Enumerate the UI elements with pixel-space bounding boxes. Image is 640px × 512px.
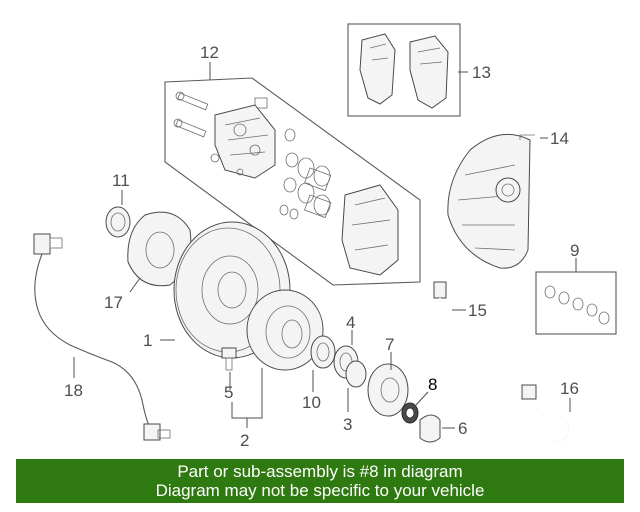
callout-11: 11	[112, 171, 130, 190]
info-banner: Part or sub-assembly is #8 in diagram Di…	[16, 459, 624, 503]
bolt-kit-box	[535, 271, 617, 335]
brake-line	[537, 409, 569, 443]
grease-seal	[105, 206, 131, 238]
callout-1: 1	[143, 331, 152, 350]
callout-14: 14	[550, 129, 569, 148]
callout-13: 13	[472, 63, 491, 82]
callout-3: 3	[343, 415, 352, 434]
callout-10: 10	[302, 393, 321, 412]
dust-shield	[447, 133, 535, 269]
banner-line-2: Diagram may not be specific to your vehi…	[155, 481, 485, 500]
bearings	[310, 335, 367, 388]
callout-2: 2	[240, 431, 249, 450]
backing-plate	[127, 211, 192, 287]
washer-part-8[interactable]	[401, 402, 419, 424]
wheel-hub	[246, 289, 324, 371]
callout-labels: 1 2 3 4 5 6 7 8 9 10 11 12 13 14 15 16 1…	[64, 43, 579, 450]
dust-cap	[419, 414, 441, 443]
callout-7: 7	[385, 335, 394, 354]
caliper-kit-panel	[164, 62, 421, 286]
callout-4: 4	[346, 313, 355, 332]
callout-9: 9	[570, 241, 579, 260]
callout-8[interactable]: 8	[428, 375, 437, 394]
callout-18: 18	[64, 381, 83, 400]
callout-17: 17	[104, 293, 123, 312]
callout-6: 6	[458, 419, 467, 438]
banner-line-1: Part or sub-assembly is #8 in diagram	[177, 462, 463, 481]
leader-lines	[73, 71, 577, 429]
abs-sensor	[33, 233, 171, 441]
hub-flange	[367, 363, 409, 417]
wheel-stud	[221, 347, 237, 371]
callout-16: 16	[560, 379, 579, 398]
brake-hose	[433, 281, 537, 400]
callout-12: 12	[200, 43, 219, 62]
callout-15: 15	[468, 301, 487, 320]
callout-5: 5	[224, 383, 233, 402]
brake-pads-box	[347, 23, 461, 117]
